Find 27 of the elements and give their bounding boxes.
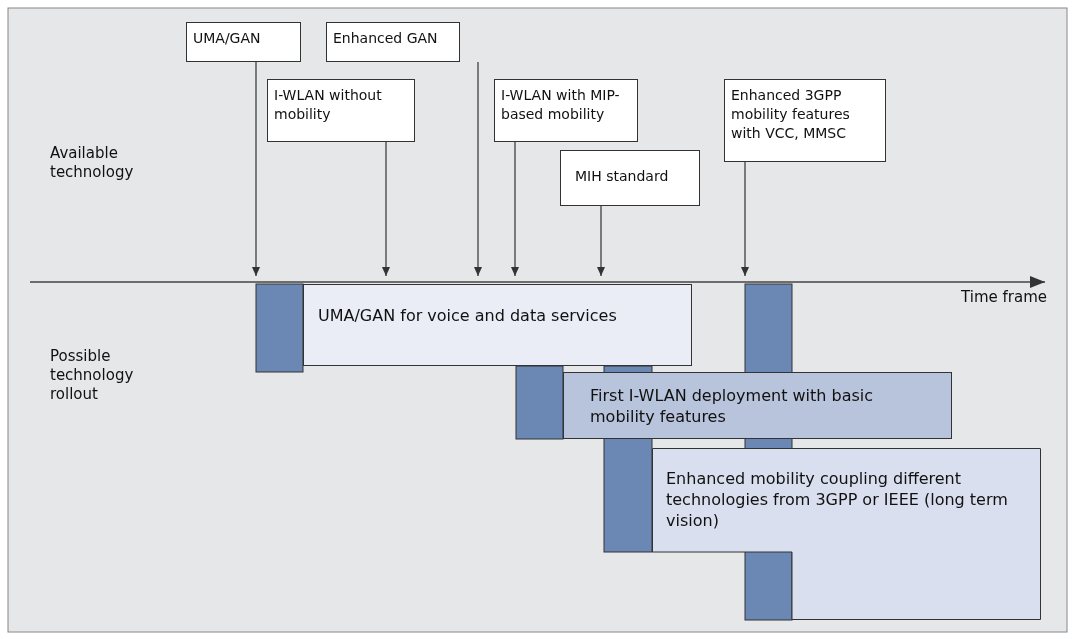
arrow <box>474 61 482 277</box>
rollout-text: First I-WLAN deployment with basic mobility features <box>590 385 875 427</box>
technology-box <box>186 22 301 62</box>
arrow <box>741 161 749 277</box>
arrow <box>252 61 260 277</box>
rollout-box <box>563 372 952 439</box>
technology-box <box>724 79 886 162</box>
rollout-text: Enhanced mobility coupling different technologies from 3GPP or IEEE (long term vision) <box>666 468 1009 531</box>
rollout-box <box>652 448 1041 620</box>
rollout-box <box>303 284 692 366</box>
technology-text: MIH standard <box>575 167 669 186</box>
row-label: Possible technology rollout <box>50 347 134 403</box>
arrow <box>511 141 519 277</box>
arrow <box>597 205 605 277</box>
technology-text: Enhanced GAN <box>333 29 438 48</box>
arrow <box>382 141 390 277</box>
technology-box <box>267 79 415 142</box>
technology-box <box>326 22 460 62</box>
technology-box <box>560 150 700 206</box>
axis-label: Time frame <box>961 288 1047 307</box>
technology-text: I-WLAN without mobility <box>274 86 383 124</box>
technology-text: Enhanced 3GPP mobility features with VCC, MMSC <box>731 86 851 143</box>
technology-box <box>494 79 638 142</box>
technology-text: UMA/GAN <box>193 29 261 48</box>
technology-text: I-WLAN with MIP-based mobility <box>501 86 621 124</box>
row-label: Available technology <box>50 144 134 181</box>
rollout-text: UMA/GAN for voice and data services <box>318 305 617 326</box>
